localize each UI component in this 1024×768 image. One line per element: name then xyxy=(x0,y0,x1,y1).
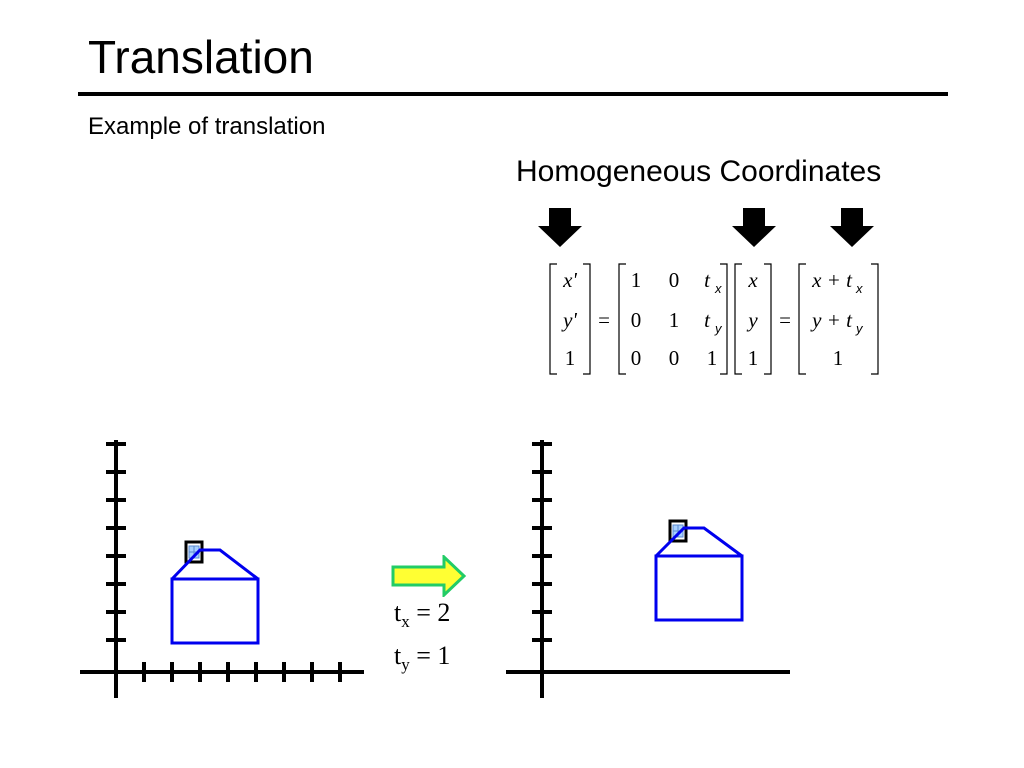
matrix-subscript: y xyxy=(714,321,723,336)
matrix-subscript: x xyxy=(714,281,722,296)
lhs-entry: y' xyxy=(561,308,577,332)
homogeneous-coordinates-label: Homogeneous Coordinates xyxy=(516,155,882,188)
equals-sign: = xyxy=(779,308,791,332)
axes-right xyxy=(506,440,790,698)
result-subscript: x xyxy=(855,281,863,296)
matrix-entry: t xyxy=(704,268,711,292)
matrix-entry: t xyxy=(704,308,711,332)
matrix-entry: 1 xyxy=(669,308,680,332)
tx-value: tx = 2 xyxy=(394,598,450,637)
matrix-entry: 0 xyxy=(631,346,642,370)
original-house-plot xyxy=(74,430,394,720)
down-arrow-icon xyxy=(828,208,876,248)
down-arrow-icon xyxy=(730,208,778,248)
matrix-entry: 0 xyxy=(669,346,680,370)
translated-house-plot xyxy=(500,430,820,720)
result-subscript: y xyxy=(855,321,864,336)
lhs-entry: x' xyxy=(562,268,577,292)
tx-equation: = 2 xyxy=(409,598,451,627)
tx-base: t xyxy=(394,598,402,627)
slide-title: Translation xyxy=(88,31,314,83)
vector-entry: y xyxy=(746,308,758,332)
result-entry: 1 xyxy=(833,346,844,370)
house-shape xyxy=(170,548,260,645)
house-shape xyxy=(654,526,744,622)
result-entry: y + t xyxy=(810,308,853,332)
matrix-entry: 1 xyxy=(631,268,642,292)
slide-subtitle: Example of translation xyxy=(88,113,326,140)
matrix-entry: 0 xyxy=(631,308,642,332)
down-arrow-icon xyxy=(536,208,584,248)
right-arrow-icon xyxy=(388,555,468,597)
axes-left xyxy=(80,440,364,698)
ty-subscript: y xyxy=(401,655,410,674)
vector-entry: 1 xyxy=(748,346,759,370)
matrix-entry: 0 xyxy=(669,268,680,292)
equals-sign: = xyxy=(598,308,610,332)
matrix-entry: 1 xyxy=(707,346,718,370)
vector-entry: x xyxy=(747,268,758,292)
lhs-entry: 1 xyxy=(565,346,576,370)
ty-value: ty = 1 xyxy=(394,641,450,680)
ty-equation: = 1 xyxy=(409,641,451,670)
ty-base: t xyxy=(394,641,402,670)
title-divider xyxy=(78,92,948,96)
result-entry: x + t xyxy=(811,268,853,292)
translation-matrix-equation: x' y' 1 = 1 0 t x 0 1 t y 0 0 1 x y 1 = … xyxy=(540,257,890,377)
tx-subscript: x xyxy=(401,612,410,631)
